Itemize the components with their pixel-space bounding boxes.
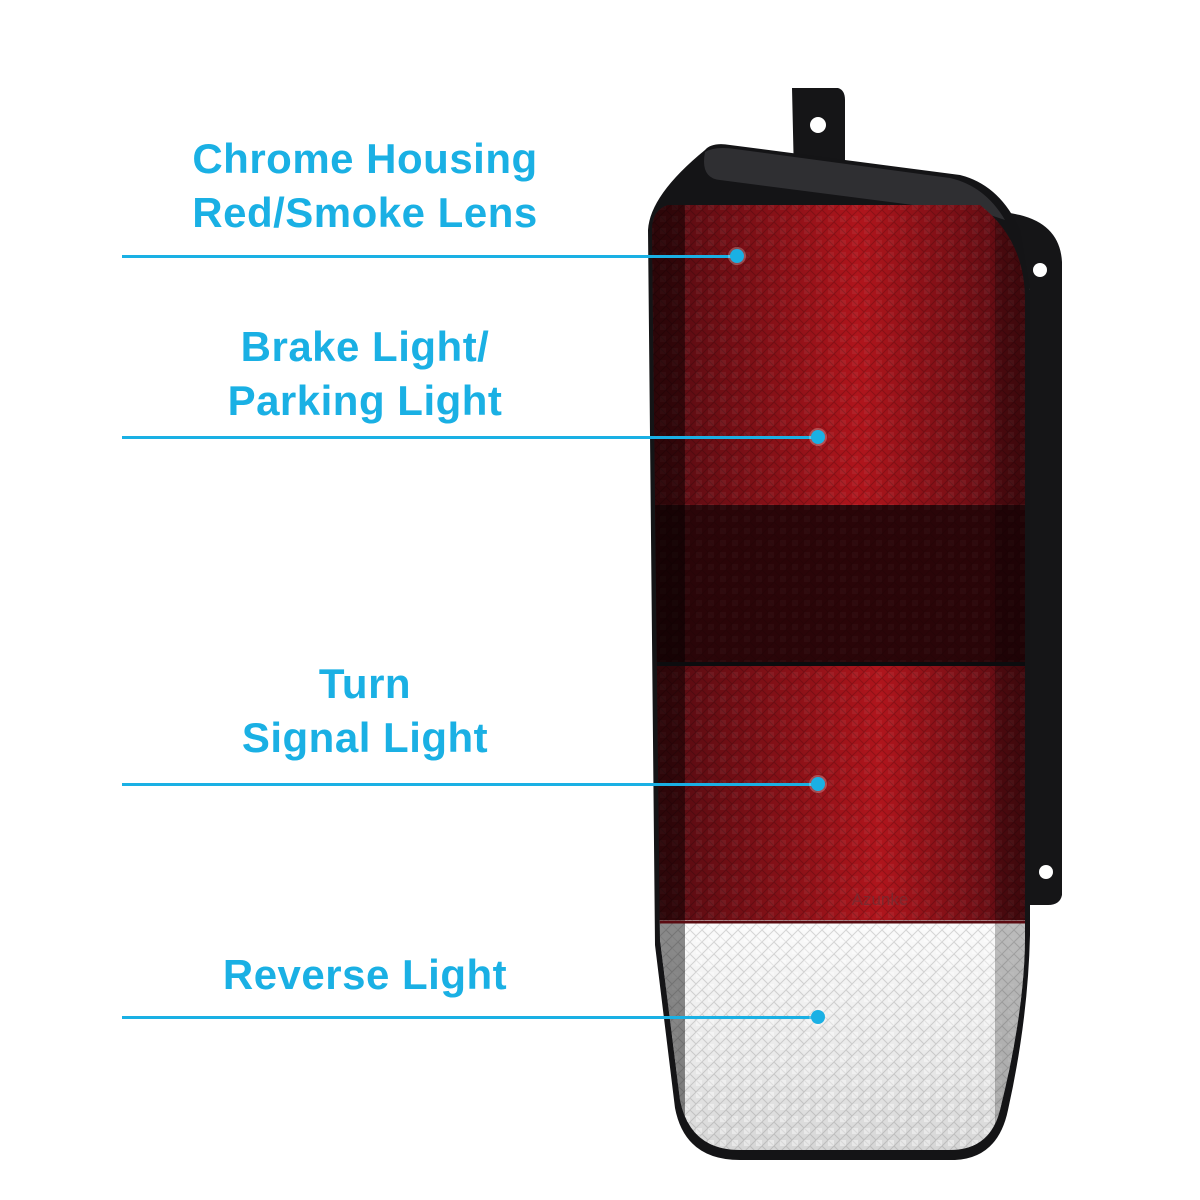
callout-leader-line [122,255,737,258]
callout-leader-line [122,1016,818,1019]
mounting-hole [1039,865,1053,879]
callout-label-line: Reverse Light [222,951,508,998]
callout-label-line: Red/Smoke Lens [192,189,538,236]
callout-leader-line [122,783,818,786]
callout-dot-icon [730,249,744,263]
callout-dot-icon [811,1010,825,1024]
callout-label-line: Parking Light [227,377,503,424]
callout-dot-icon [811,430,825,444]
callout-label-line: Turn [318,660,412,707]
mounting-hole [810,117,826,133]
callout-label-brake-parking: Brake Light/Parking Light [120,320,610,428]
callout-label-reverse: Reverse Light [120,948,610,1002]
callout-leader-line [122,436,818,439]
mounting-hole [1033,263,1047,277]
callout-label-line: Signal Light [241,714,489,761]
callout-label-line: Brake Light/ [240,323,490,370]
brand-mark: Azunke [852,890,909,909]
callout-dot-icon [811,777,825,791]
callout-label-line: Chrome Housing [192,135,538,182]
